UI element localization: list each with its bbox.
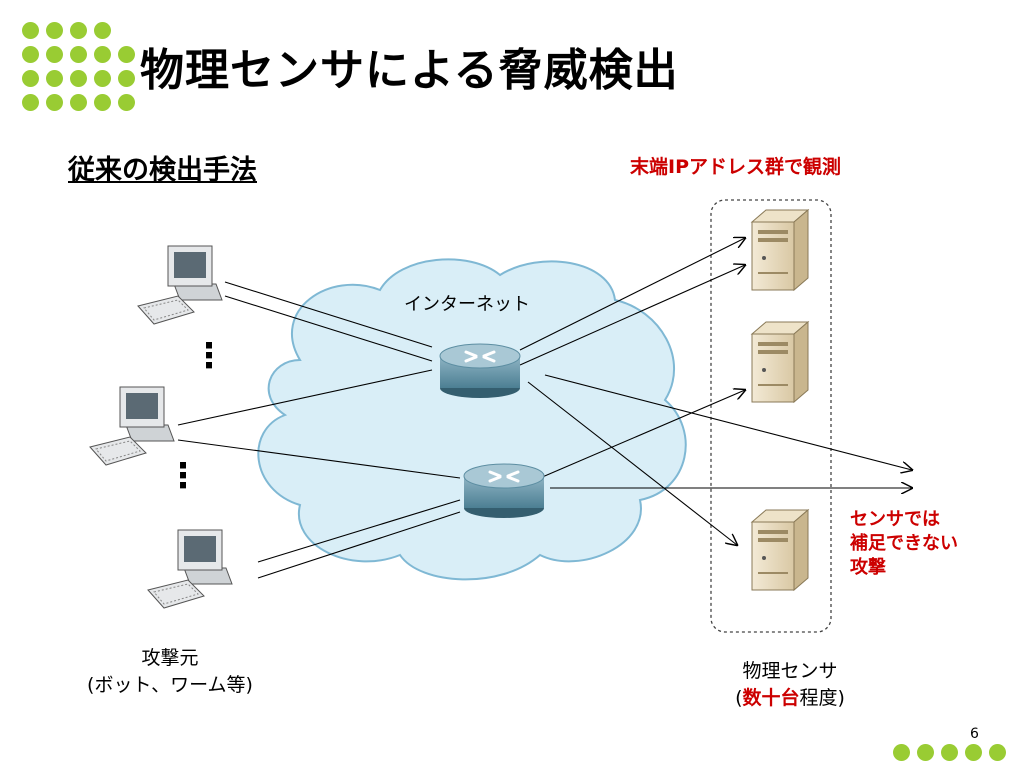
ellipsis-icon: ⋮	[166, 456, 200, 496]
decorative-dot	[70, 22, 87, 39]
decorative-dot	[118, 70, 135, 87]
ellipsis-icon: ⋮	[192, 336, 226, 376]
decorative-dot	[917, 744, 934, 761]
attacker-label-line1: 攻撃元	[141, 647, 199, 669]
observation-caption: 末端IPアドレス群で観測	[630, 156, 841, 178]
computer-icon	[137, 245, 223, 325]
decorative-dot	[118, 46, 135, 63]
decorative-dot	[989, 744, 1006, 761]
link-attacker1-router1	[224, 281, 433, 348]
page-number: 6	[970, 726, 979, 742]
decorative-dot	[22, 70, 39, 87]
server-icon	[750, 320, 810, 404]
uncaptured-attack-label: センサでは 補足できない 攻撃	[850, 508, 958, 580]
link-attacker2-router1	[177, 369, 433, 426]
decorative-dot	[22, 94, 39, 111]
decorative-dot	[46, 22, 63, 39]
decorative-dot	[94, 70, 111, 87]
arrow-router1-sensor1-b	[519, 265, 745, 366]
attacker-label-line2: (ボット、ワーム等)	[87, 674, 253, 696]
internet-label: インターネット	[404, 294, 530, 315]
sensor-label-line1: 物理センサ	[742, 660, 838, 682]
attacker-label: 攻撃元 (ボット、ワーム等)	[60, 645, 280, 699]
decorative-dot	[94, 94, 111, 111]
decorative-dot	[46, 94, 63, 111]
uncaptured-line2: 補足できない	[850, 533, 958, 554]
arrow-router1-uncaptured	[544, 374, 912, 470]
router-icon	[439, 343, 521, 398]
decorative-dot	[46, 46, 63, 63]
sensor-label-prefix: (	[735, 687, 743, 709]
section-heading: 従来の検出手法	[68, 155, 257, 186]
decorative-dot	[22, 46, 39, 63]
arrow-router1-sensor3	[527, 381, 737, 545]
uncaptured-line1: センサでは	[850, 509, 940, 530]
decorative-dot	[70, 70, 87, 87]
sensor-count-highlight: 数十台	[742, 687, 800, 709]
uncaptured-line3: 攻撃	[850, 557, 886, 578]
decorative-dot	[46, 70, 63, 87]
server-icon	[750, 208, 810, 292]
link-attacker3-router2-b	[257, 511, 461, 579]
decorative-dot	[70, 46, 87, 63]
sensor-label-line2: (数十台程度)	[690, 685, 890, 712]
link-attacker3-router2	[257, 499, 461, 563]
decorative-dot	[70, 94, 87, 111]
sensor-label-suffix: 程度)	[799, 687, 845, 709]
computer-icon	[147, 529, 233, 609]
link-attacker1-router1-b	[224, 295, 433, 362]
internet-cloud	[257, 258, 687, 581]
arrow-router1-sensor1-a	[519, 238, 745, 351]
decorative-dot	[118, 94, 135, 111]
sensor-label: 物理センサ (数十台程度)	[690, 658, 890, 712]
computer-icon	[89, 386, 175, 466]
arrow-router2-sensor2	[539, 390, 745, 479]
server-icon	[750, 508, 810, 592]
decorative-dot	[94, 46, 111, 63]
decorative-dot	[94, 22, 111, 39]
page-title: 物理センサによる脅威検出	[140, 45, 679, 96]
link-attacker2-router2	[177, 439, 461, 479]
router-icon	[463, 463, 545, 518]
decorative-dot	[22, 22, 39, 39]
decorative-dot	[893, 744, 910, 761]
decorative-dot	[965, 744, 982, 761]
decorative-dot	[941, 744, 958, 761]
